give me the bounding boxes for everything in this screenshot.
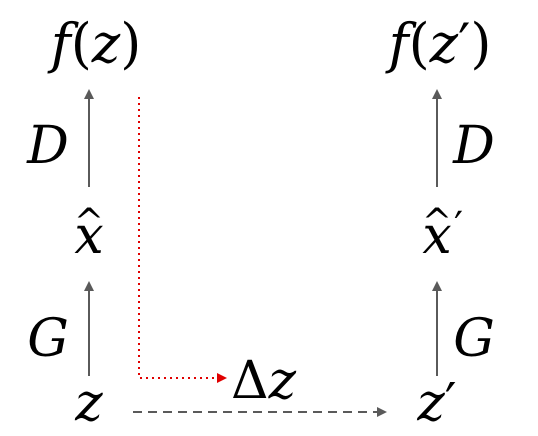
right-latent-label: z′ [416,373,456,433]
left-generator-label: G [27,309,69,369]
right-latent-var: z [416,373,445,433]
right-output-prime: ′ [458,12,470,75]
right-output-label: f(z′) [385,12,492,75]
left-discriminator-label: D [26,116,69,176]
right-generated-label: x ^ ′ [422,202,463,266]
right-output-close-paren: ) [470,12,491,75]
left-output-open-paren: ( [71,12,92,75]
left-generated-label: x ^ [74,202,104,266]
right-generated-prime: ′ [454,204,463,250]
left-latent-label: z [74,373,103,433]
left-output-close-paren: ) [120,12,141,75]
right-latent-prime: ′ [445,373,457,433]
delta-var: z [268,351,297,411]
right-discriminator-label: D [452,116,495,176]
right-output-var: z [429,12,459,75]
right-output-open-paren: ( [409,12,430,75]
left-output-var: z [91,12,121,75]
left-output-label: f(z) [47,12,142,75]
delta-symbol: Δ [231,351,269,411]
left-generated-hat: ^ [74,202,104,243]
right-generated-var: x [422,206,451,266]
right-generator-label: G [453,309,495,369]
gradient-path-arrow [138,97,227,383]
right-generated-hat: ^ [422,202,452,243]
delta-label: Δz [231,351,297,411]
left-generated-var: x [74,206,103,266]
